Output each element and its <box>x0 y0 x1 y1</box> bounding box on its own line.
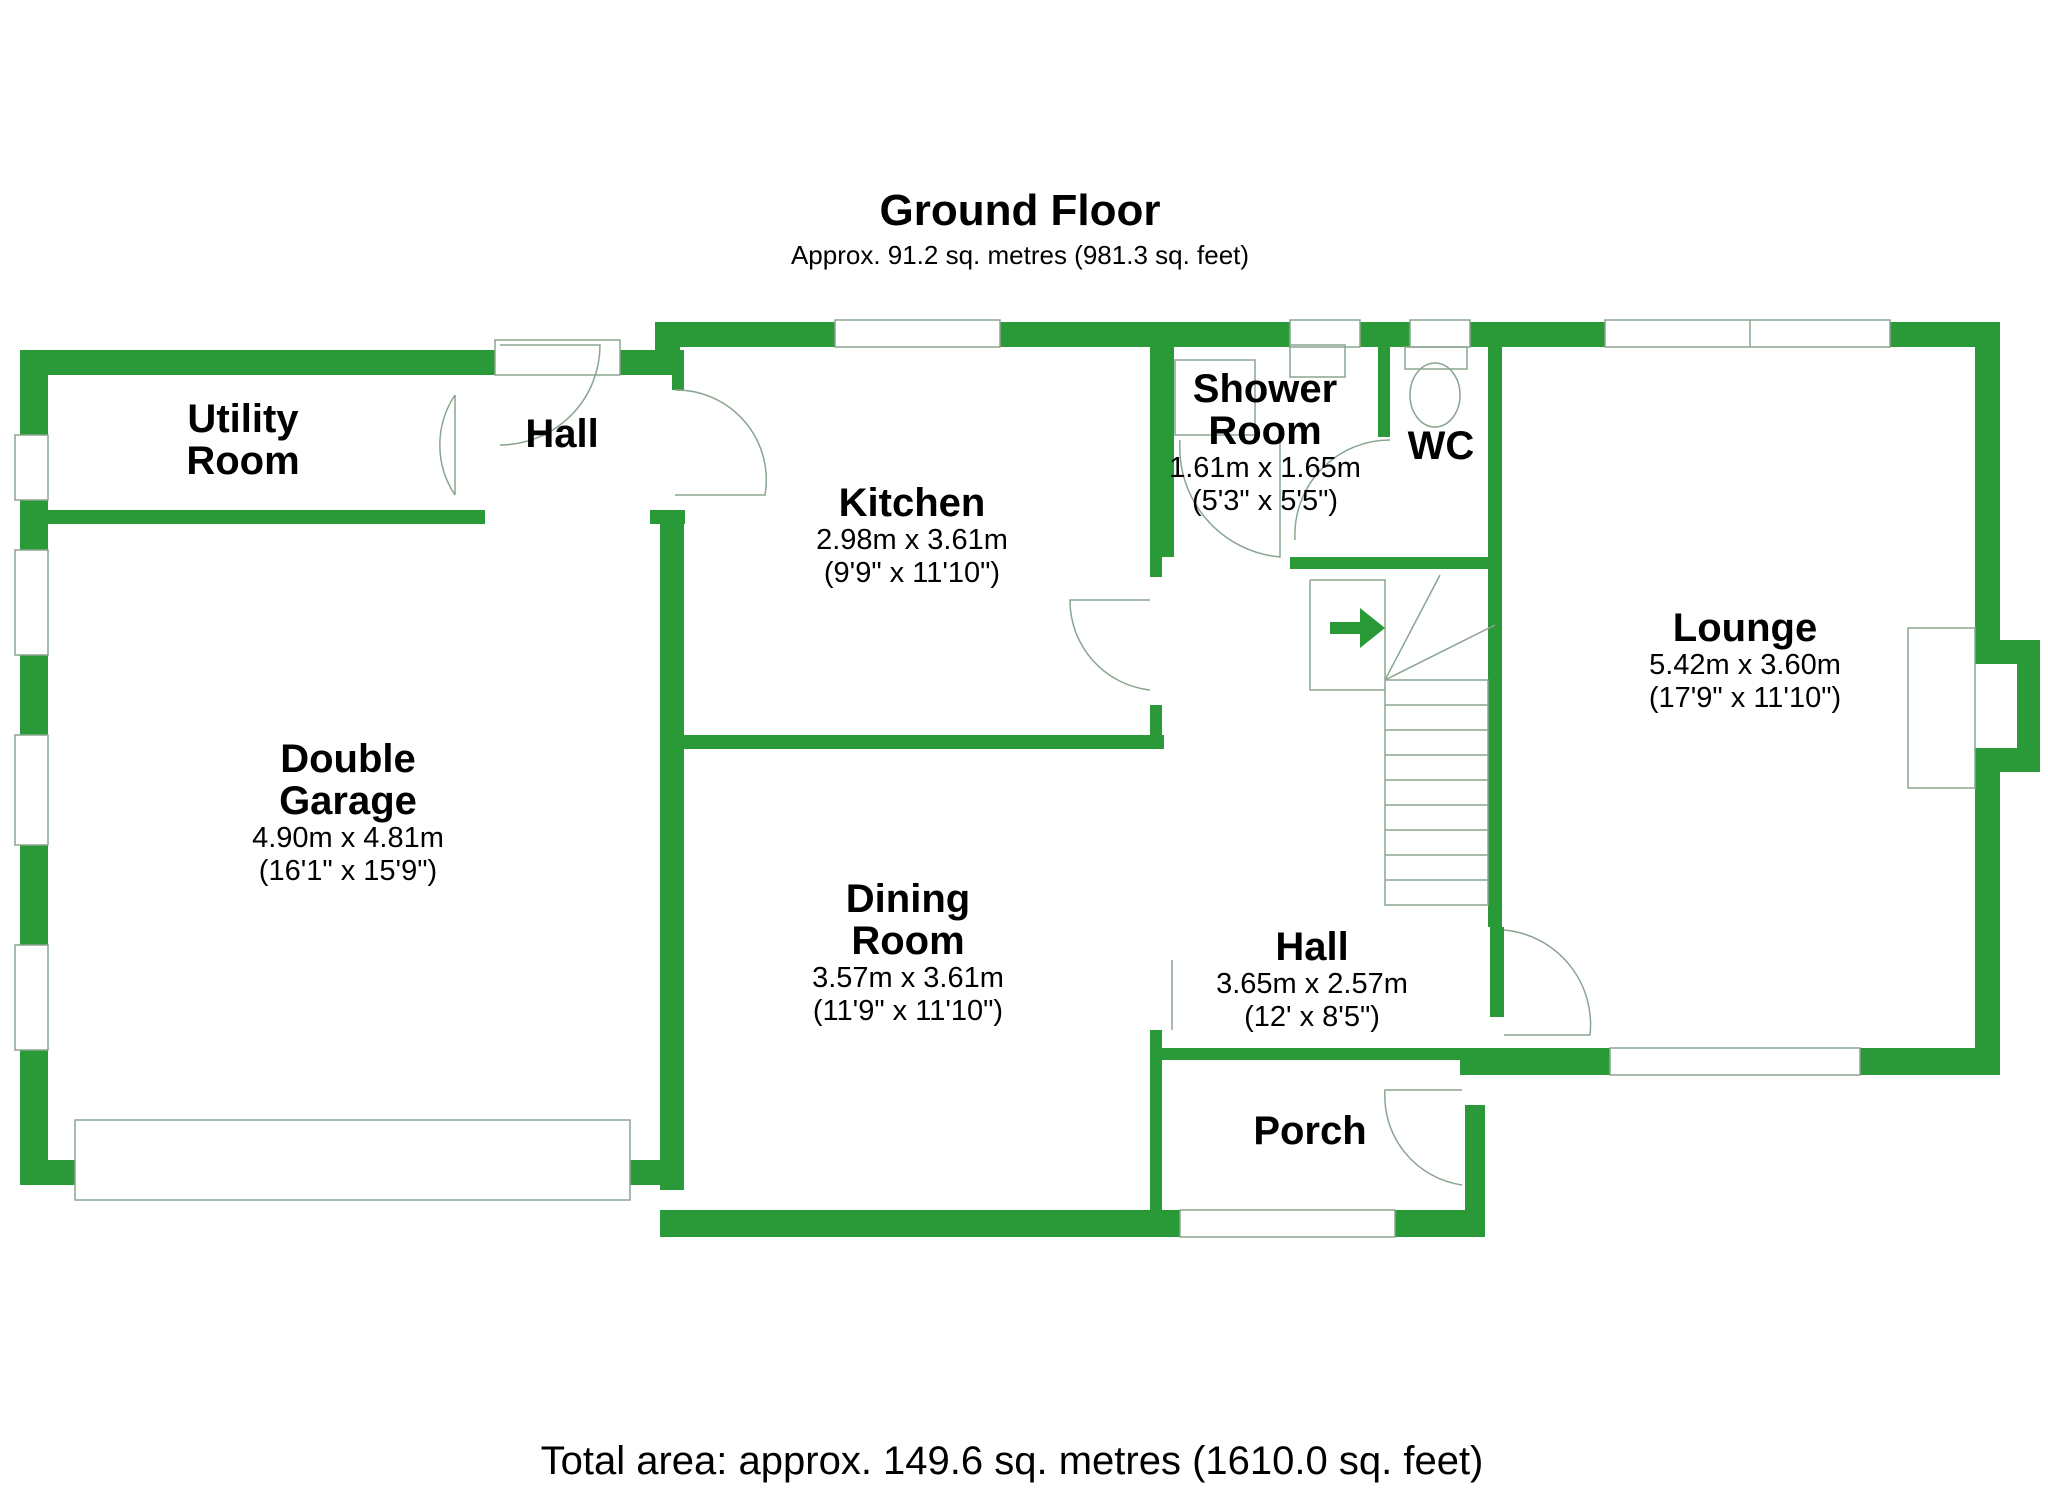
wall-left-2 <box>20 500 48 550</box>
total-area: Total area: approx. 149.6 sq. metres (16… <box>540 1439 1484 1483</box>
room-porch-name: Porch <box>1253 1109 1367 1153</box>
door-utility <box>439 394 456 496</box>
window-shower <box>1289 319 1361 348</box>
wall-utility-bottom <box>45 510 485 524</box>
room-hall-metric: 3.65m x 2.57m <box>1216 968 1408 1000</box>
room-shower: Shower Room 1.61m x 1.65m (5'3" x 5'5") <box>1169 368 1361 518</box>
wall-utility-top <box>20 350 495 375</box>
room-kitchen-imperial: (9'9" x 11'10") <box>823 557 1001 589</box>
wall-left-1 <box>20 350 48 435</box>
wall-lounge-bottom-2 <box>1860 1048 2000 1075</box>
room-garage-name: Double Garage <box>279 737 417 823</box>
wall-hall-porch <box>1162 1048 1462 1060</box>
garage-door <box>74 1119 631 1201</box>
wall-porch-right <box>1465 1105 1485 1237</box>
wall-left-3 <box>20 655 48 735</box>
window-wc <box>1409 319 1471 348</box>
walls <box>20 322 2040 1237</box>
stairs-arrow-icon <box>1330 608 1385 648</box>
room-lounge-name: Lounge <box>1672 606 1818 650</box>
door-kitchen-hall <box>1069 599 1151 691</box>
wall-lounge-left <box>1490 927 1504 1017</box>
wall-house-top-2 <box>1000 322 1290 347</box>
chimney-breast <box>1907 627 1976 789</box>
room-hall-small-name: Hall <box>525 412 599 456</box>
room-shower-imperial: (5'3" x 5'5") <box>1191 485 1339 517</box>
wall-kitchen-dining <box>684 735 1164 749</box>
wall-shower-wc <box>1378 347 1390 437</box>
window-utility <box>14 434 49 501</box>
shower-tray <box>1174 359 1256 436</box>
window-lounge-bottom <box>1609 1047 1861 1076</box>
wall-lounge-right-2 <box>1975 770 2000 1075</box>
room-kitchen-metric: 2.98m x 3.61m <box>816 524 1008 556</box>
window-lounge <box>1604 319 1891 348</box>
wall-hall-top <box>620 350 660 375</box>
room-dining-imperial: (11'9" x 11'10") <box>812 995 1004 1027</box>
wall-stair-right <box>1488 557 1502 927</box>
wall-garage-bottom-left <box>20 1160 75 1185</box>
wc-pan <box>1409 362 1461 428</box>
wall-kitchen-right-1 <box>1150 347 1162 577</box>
floor-title: Ground Floor <box>879 186 1161 235</box>
wall-house-top-1 <box>655 322 835 347</box>
room-dining-metric: 3.57m x 3.61m <box>812 962 1004 994</box>
door-lounge <box>1503 929 1592 1036</box>
basin <box>1289 344 1346 378</box>
room-utility-name: Utility Room <box>186 397 300 483</box>
wall-house-bottom-left <box>660 1210 1180 1237</box>
room-lounge: Lounge 5.42m x 3.60m (17'9" x 11'10") <box>1649 607 1841 715</box>
room-hall-name: Hall <box>1275 925 1349 969</box>
wall-lounge-bottom-1 <box>1460 1048 1610 1075</box>
wall-garage-dining <box>660 510 684 1190</box>
room-lounge-metric: 5.42m x 3.60m <box>1649 649 1841 681</box>
room-lounge-imperial: (17'9" x 11'10") <box>1648 682 1842 714</box>
room-shower-name: Shower Room <box>1192 367 1338 453</box>
wall-chimney-bottom <box>1975 748 2040 772</box>
window-hall <box>494 339 621 376</box>
window-porch <box>1179 1209 1396 1238</box>
wall-house-top-3 <box>1360 322 1410 347</box>
room-hall-imperial: (12' x 8'5") <box>1244 1001 1380 1033</box>
room-wc-name: WC <box>1407 424 1475 468</box>
room-garage: Double Garage 4.90m x 4.81m (16'1" x 15'… <box>252 738 444 888</box>
wall-shower-left <box>1162 347 1174 557</box>
wall-dining-right-1 <box>1150 1030 1162 1210</box>
door-porch <box>1384 1089 1463 1186</box>
room-shower-metric: 1.61m x 1.65m <box>1169 452 1361 484</box>
door-kitchen <box>674 389 768 496</box>
wall-kitchen-right-2 <box>1150 705 1162 749</box>
wall-lounge-right-1 <box>1975 322 2000 642</box>
room-dining-name: Dining Room <box>845 877 971 963</box>
fixtures <box>14 319 1976 1238</box>
wall-house-top-4 <box>1470 322 1605 347</box>
window-garage-3 <box>14 944 49 1051</box>
door-shower <box>1179 439 1281 558</box>
staircase <box>1384 679 1489 906</box>
room-garage-imperial: (16'1" x 15'9") <box>258 855 438 887</box>
wall-chimney-right <box>2017 640 2040 770</box>
wall-wc-bottom <box>1290 557 1500 569</box>
door-hall-ext <box>499 344 601 446</box>
room-kitchen-name: Kitchen <box>838 481 986 525</box>
door-wc <box>1294 439 1391 541</box>
room-dining: Dining Room 3.57m x 3.61m (11'9" x 11'10… <box>812 878 1004 1028</box>
wc-cistern <box>1404 346 1468 370</box>
room-hall: Hall 3.65m x 2.57m (12' x 8'5") <box>1216 926 1408 1034</box>
window-garage-1 <box>14 549 49 656</box>
wall-left-4 <box>20 845 48 945</box>
wall-wc-right <box>1488 347 1502 569</box>
window-kitchen <box>834 319 1001 348</box>
wall-kitchen-left <box>672 350 684 390</box>
room-garage-metric: 4.90m x 4.81m <box>252 822 444 854</box>
room-kitchen: Kitchen 2.98m x 3.61m (9'9" x 11'10") <box>816 482 1008 590</box>
floor-subtitle: Approx. 91.2 sq. metres (981.3 sq. feet) <box>790 240 1250 270</box>
window-garage-2 <box>14 734 49 846</box>
